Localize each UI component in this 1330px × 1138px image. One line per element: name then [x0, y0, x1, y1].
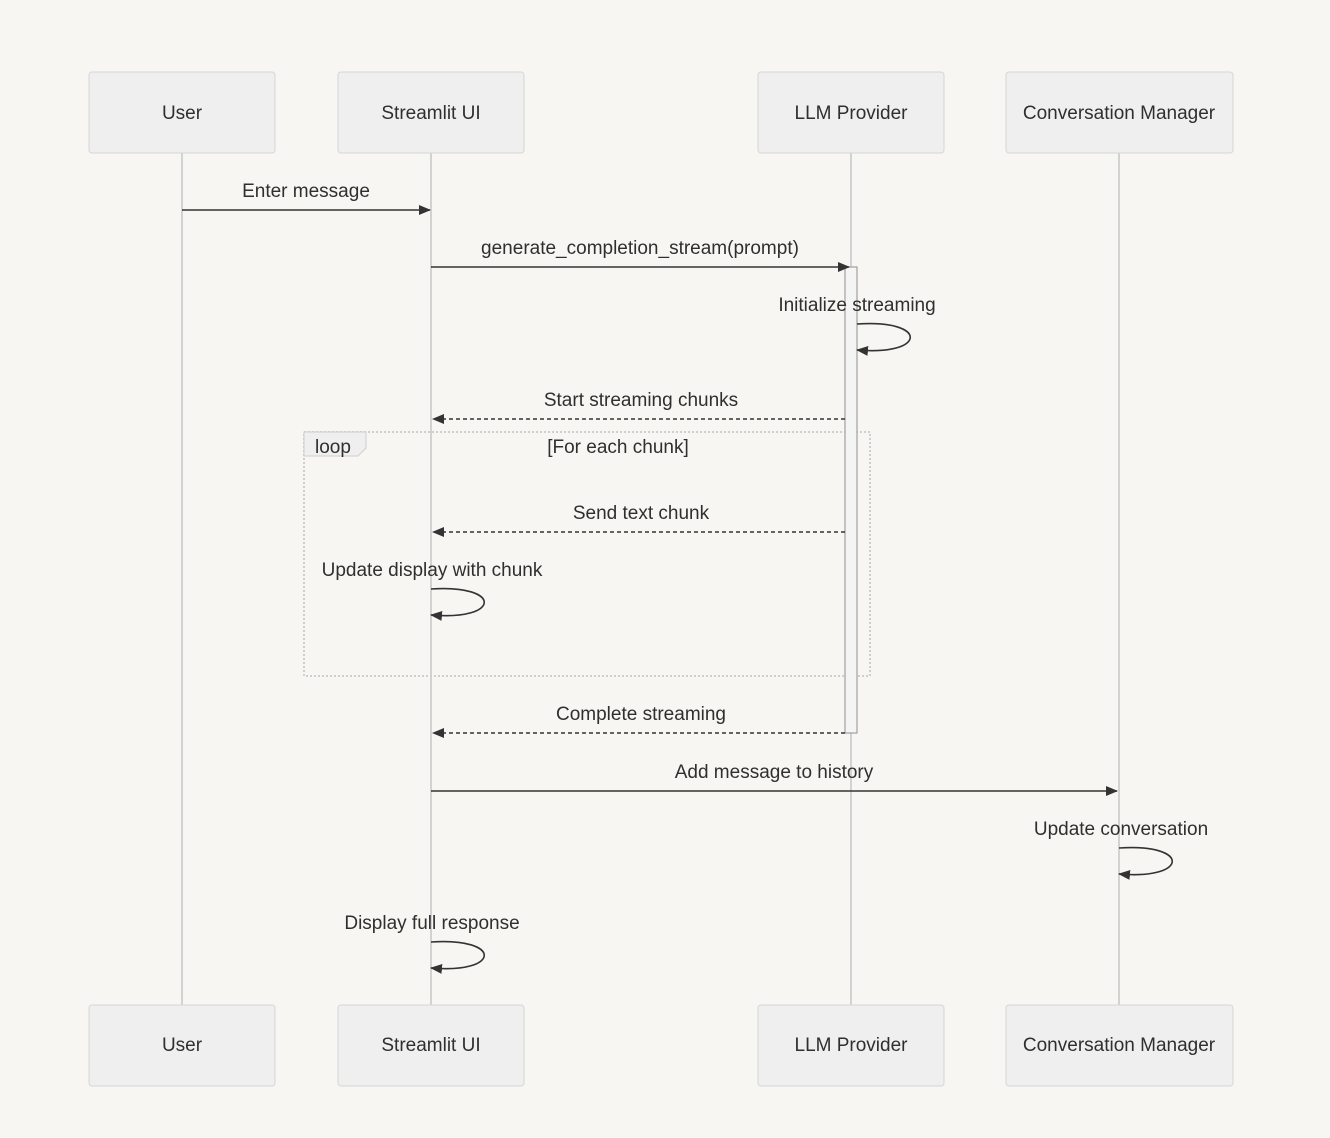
message-display-full-response: Display full response — [344, 913, 520, 974]
message-label: Initialize streaming — [778, 295, 935, 316]
message-label: Enter message — [242, 181, 370, 202]
actor-bottom-user[interactable]: User — [88, 1004, 276, 1087]
message-initialize-streaming: Initialize streaming — [778, 295, 936, 356]
actor-label: User — [162, 103, 203, 124]
message-start-streaming-chunks: Start streaming chunks — [432, 390, 845, 424]
message-label: Start streaming chunks — [544, 390, 738, 411]
actor-label: Conversation Manager — [1023, 1035, 1216, 1056]
actor-top-conversation-manager[interactable]: Conversation Manager — [1005, 71, 1234, 154]
message-label: Add message to history — [675, 762, 874, 783]
actor-label: User — [162, 1035, 203, 1056]
message-enter-message: Enter message — [182, 181, 431, 215]
message-label: generate_completion_stream(prompt) — [481, 238, 799, 259]
message-label: Send text chunk — [573, 503, 710, 524]
message-add-message-to-history: Add message to history — [431, 762, 1118, 796]
actor-top-streamlit-ui[interactable]: Streamlit UI — [337, 71, 525, 154]
loop-condition: [For each chunk] — [547, 437, 689, 458]
actor-bottom-conversation-manager[interactable]: Conversation Manager — [1005, 1004, 1234, 1087]
message-update-display-with-chunk: Update display with chunk — [322, 560, 543, 621]
message-label: Complete streaming — [556, 704, 726, 725]
message-label: Update display with chunk — [322, 560, 543, 581]
actor-label: LLM Provider — [795, 1035, 909, 1056]
llm-activation-bar — [844, 266, 858, 734]
actor-label: Streamlit UI — [381, 1035, 480, 1056]
message-generate-completion-stream: generate_completion_stream(prompt) — [431, 238, 850, 272]
message-label: Display full response — [344, 913, 519, 934]
actor-label: Streamlit UI — [381, 103, 480, 124]
message-label: Update conversation — [1034, 819, 1208, 840]
actor-label: LLM Provider — [795, 103, 909, 124]
actor-bottom-llm-provider[interactable]: LLM Provider — [757, 1004, 945, 1087]
actor-label: Conversation Manager — [1023, 103, 1216, 124]
actor-top-llm-provider[interactable]: LLM Provider — [757, 71, 945, 154]
actor-top-user[interactable]: User — [88, 71, 276, 154]
message-complete-streaming: Complete streaming — [432, 704, 845, 738]
loop-frame: loop [For each chunk] — [303, 431, 871, 677]
loop-tag-label: loop — [315, 437, 351, 458]
actor-bottom-streamlit-ui[interactable]: Streamlit UI — [337, 1004, 525, 1087]
message-send-text-chunk: Send text chunk — [432, 503, 845, 537]
message-update-conversation: Update conversation — [1034, 819, 1208, 880]
